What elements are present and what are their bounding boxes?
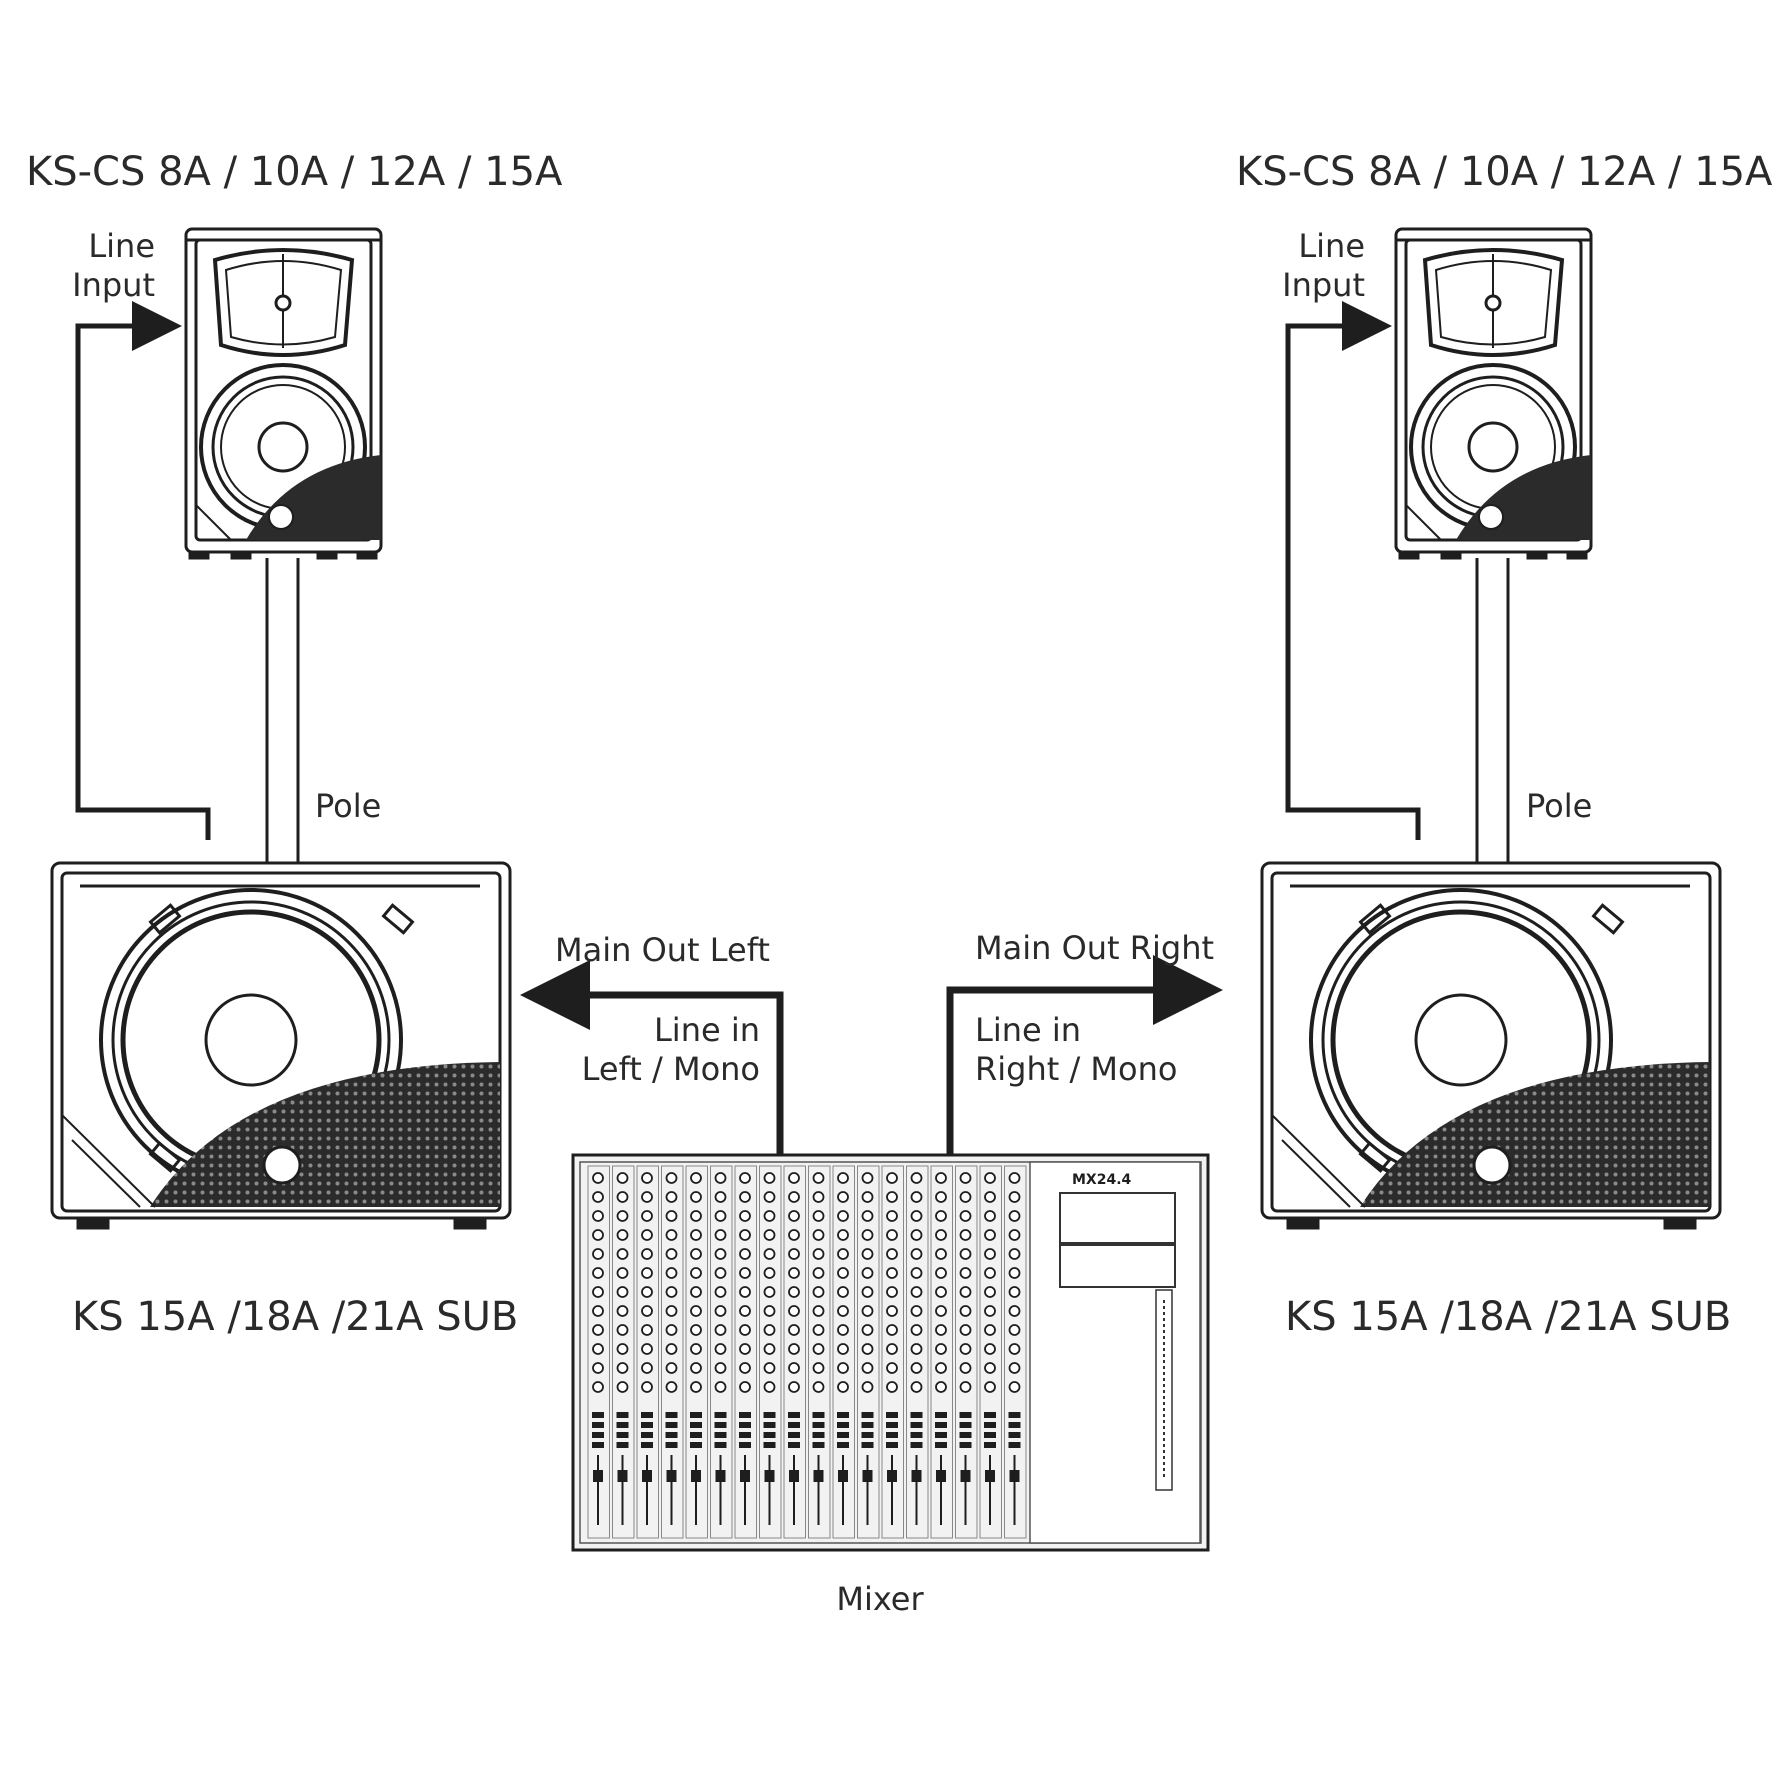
mixer-channel-strip bbox=[881, 1165, 904, 1539]
mixer-channel-strip bbox=[636, 1165, 659, 1539]
left-sub-model: KS 15A /18A /21A SUB bbox=[72, 1294, 519, 1340]
line-in-left-line1: Line in bbox=[653, 1011, 760, 1049]
main-out-right-cable bbox=[946, 955, 1223, 1155]
mixer-channel-strip bbox=[734, 1165, 757, 1539]
right-top-speaker-model: KS-CS 8A / 10A / 12A / 15A bbox=[1236, 149, 1772, 195]
right-sub-model: KS 15A /18A /21A SUB bbox=[1285, 1294, 1732, 1340]
left-line-input-line1: Line bbox=[88, 227, 155, 265]
mixer-channel-strip bbox=[661, 1165, 684, 1539]
mixer-console: MX24.4 bbox=[571, 1153, 1210, 1552]
mixer-channel-strip bbox=[906, 1165, 929, 1539]
right-line-input-line2: Input bbox=[1282, 266, 1365, 305]
left-subwoofer bbox=[50, 861, 512, 1230]
right-pole-label: Pole bbox=[1526, 787, 1593, 825]
mixer-channel-strip bbox=[857, 1165, 880, 1539]
left-line-input-label: Line Input bbox=[40, 227, 155, 305]
mixer-channel-strip bbox=[685, 1165, 708, 1539]
mixer-label: Mixer bbox=[836, 1580, 924, 1618]
mixer-channel-strip bbox=[979, 1165, 1002, 1539]
mixer-channel-strip bbox=[808, 1165, 831, 1539]
mixer-channel-strip bbox=[955, 1165, 978, 1539]
main-out-left-cable bbox=[520, 960, 784, 1155]
line-in-right-line1: Line in bbox=[975, 1011, 1082, 1049]
line-in-right-label: Line in Right / Mono bbox=[975, 1011, 1177, 1089]
mixer-channel-strip bbox=[1004, 1165, 1027, 1539]
mixer-channel-strip bbox=[783, 1165, 806, 1539]
left-input-cable bbox=[75, 301, 211, 840]
mixer-channel-strip bbox=[759, 1165, 782, 1539]
left-line-input-line2: Input bbox=[72, 266, 155, 305]
left-top-speaker-model: KS-CS 8A / 10A / 12A / 15A bbox=[26, 149, 563, 195]
right-line-input-label: Line Input bbox=[1250, 227, 1365, 305]
mixer-channel-strip bbox=[710, 1165, 733, 1539]
right-top-speaker bbox=[1394, 227, 1593, 560]
right-line-input-line1: Line bbox=[1298, 227, 1365, 265]
left-pole-label: Pole bbox=[315, 787, 382, 825]
line-in-left-label: Line in Left / Mono bbox=[520, 1011, 760, 1089]
left-top-speaker bbox=[184, 227, 383, 560]
right-input-cable bbox=[1285, 301, 1421, 840]
right-subwoofer bbox=[1260, 861, 1722, 1230]
main-out-right-label: Main Out Right bbox=[975, 929, 1215, 967]
line-in-left-line2: Left / Mono bbox=[581, 1050, 760, 1089]
main-out-left-label: Main Out Left bbox=[555, 931, 770, 969]
mixer-channel-strip bbox=[930, 1165, 953, 1539]
mixer-channel-strip bbox=[587, 1165, 610, 1539]
line-in-right-line2: Right / Mono bbox=[975, 1050, 1178, 1089]
mixer-model-text: MX24.4 bbox=[1072, 1172, 1132, 1188]
left-pole bbox=[265, 558, 300, 862]
mixer-channel-strip bbox=[832, 1165, 855, 1539]
mixer-channel-strip bbox=[612, 1165, 635, 1539]
right-pole bbox=[1475, 558, 1510, 862]
